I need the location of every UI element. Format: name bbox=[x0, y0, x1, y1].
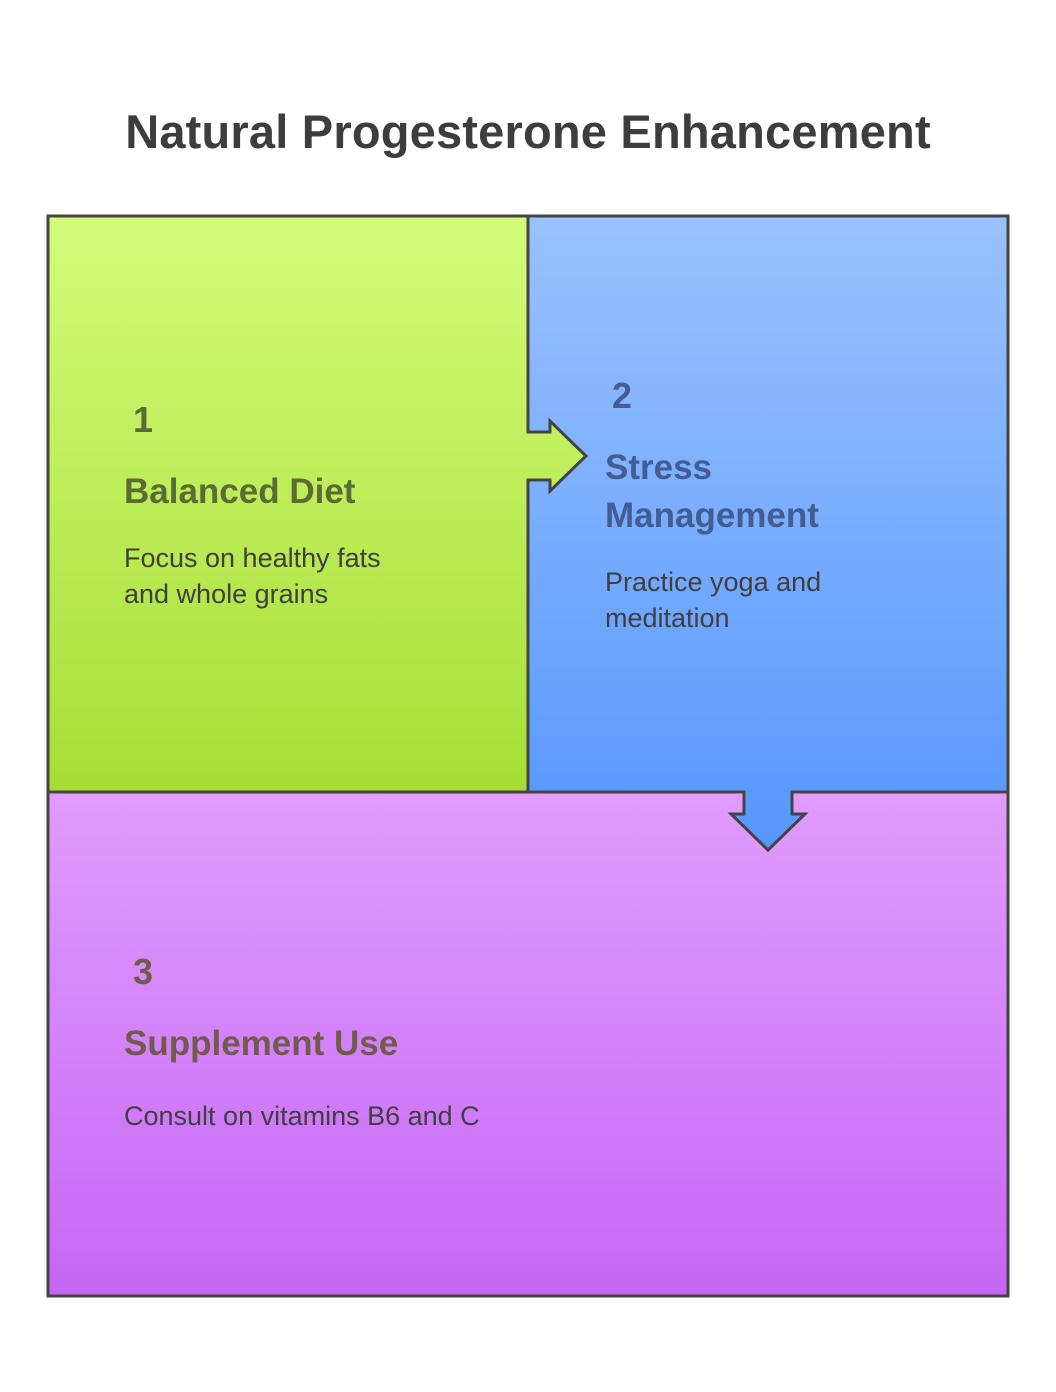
diagram-title: Natural Progesterone Enhancement bbox=[125, 105, 931, 158]
step-2-description: Practice yoga and meditation bbox=[605, 564, 821, 636]
step-3-number: 3 bbox=[133, 951, 154, 992]
step-3-panel bbox=[46, 731, 1010, 1298]
step-1-number: 1 bbox=[133, 399, 154, 440]
step-3-description-line-1: Consult on vitamins B6 and C bbox=[124, 1101, 480, 1131]
step-3-title: Supplement Use bbox=[124, 1024, 399, 1063]
step-2-description-line-2: meditation bbox=[605, 603, 730, 633]
step-2-title: Stress Management bbox=[605, 444, 819, 540]
step-1-panel bbox=[46, 214, 589, 794]
step-2-description-line-1: Practice yoga and bbox=[605, 567, 822, 597]
step-1-description-line-1: Focus on healthy fats bbox=[124, 543, 381, 573]
step-1-description-line-2: and whole grains bbox=[124, 579, 329, 609]
step-2-title-line-1: Stress bbox=[605, 448, 713, 487]
step-2-number: 2 bbox=[612, 375, 633, 416]
step-1-title: Balanced Diet bbox=[124, 472, 356, 511]
step-2-panel bbox=[526, 214, 1010, 853]
step-1-description: Focus on healthy fats and whole grains bbox=[124, 540, 381, 612]
step-3-description: Consult on vitamins B6 and C bbox=[124, 1098, 480, 1134]
step-2-title-line-2: Management bbox=[605, 496, 819, 535]
